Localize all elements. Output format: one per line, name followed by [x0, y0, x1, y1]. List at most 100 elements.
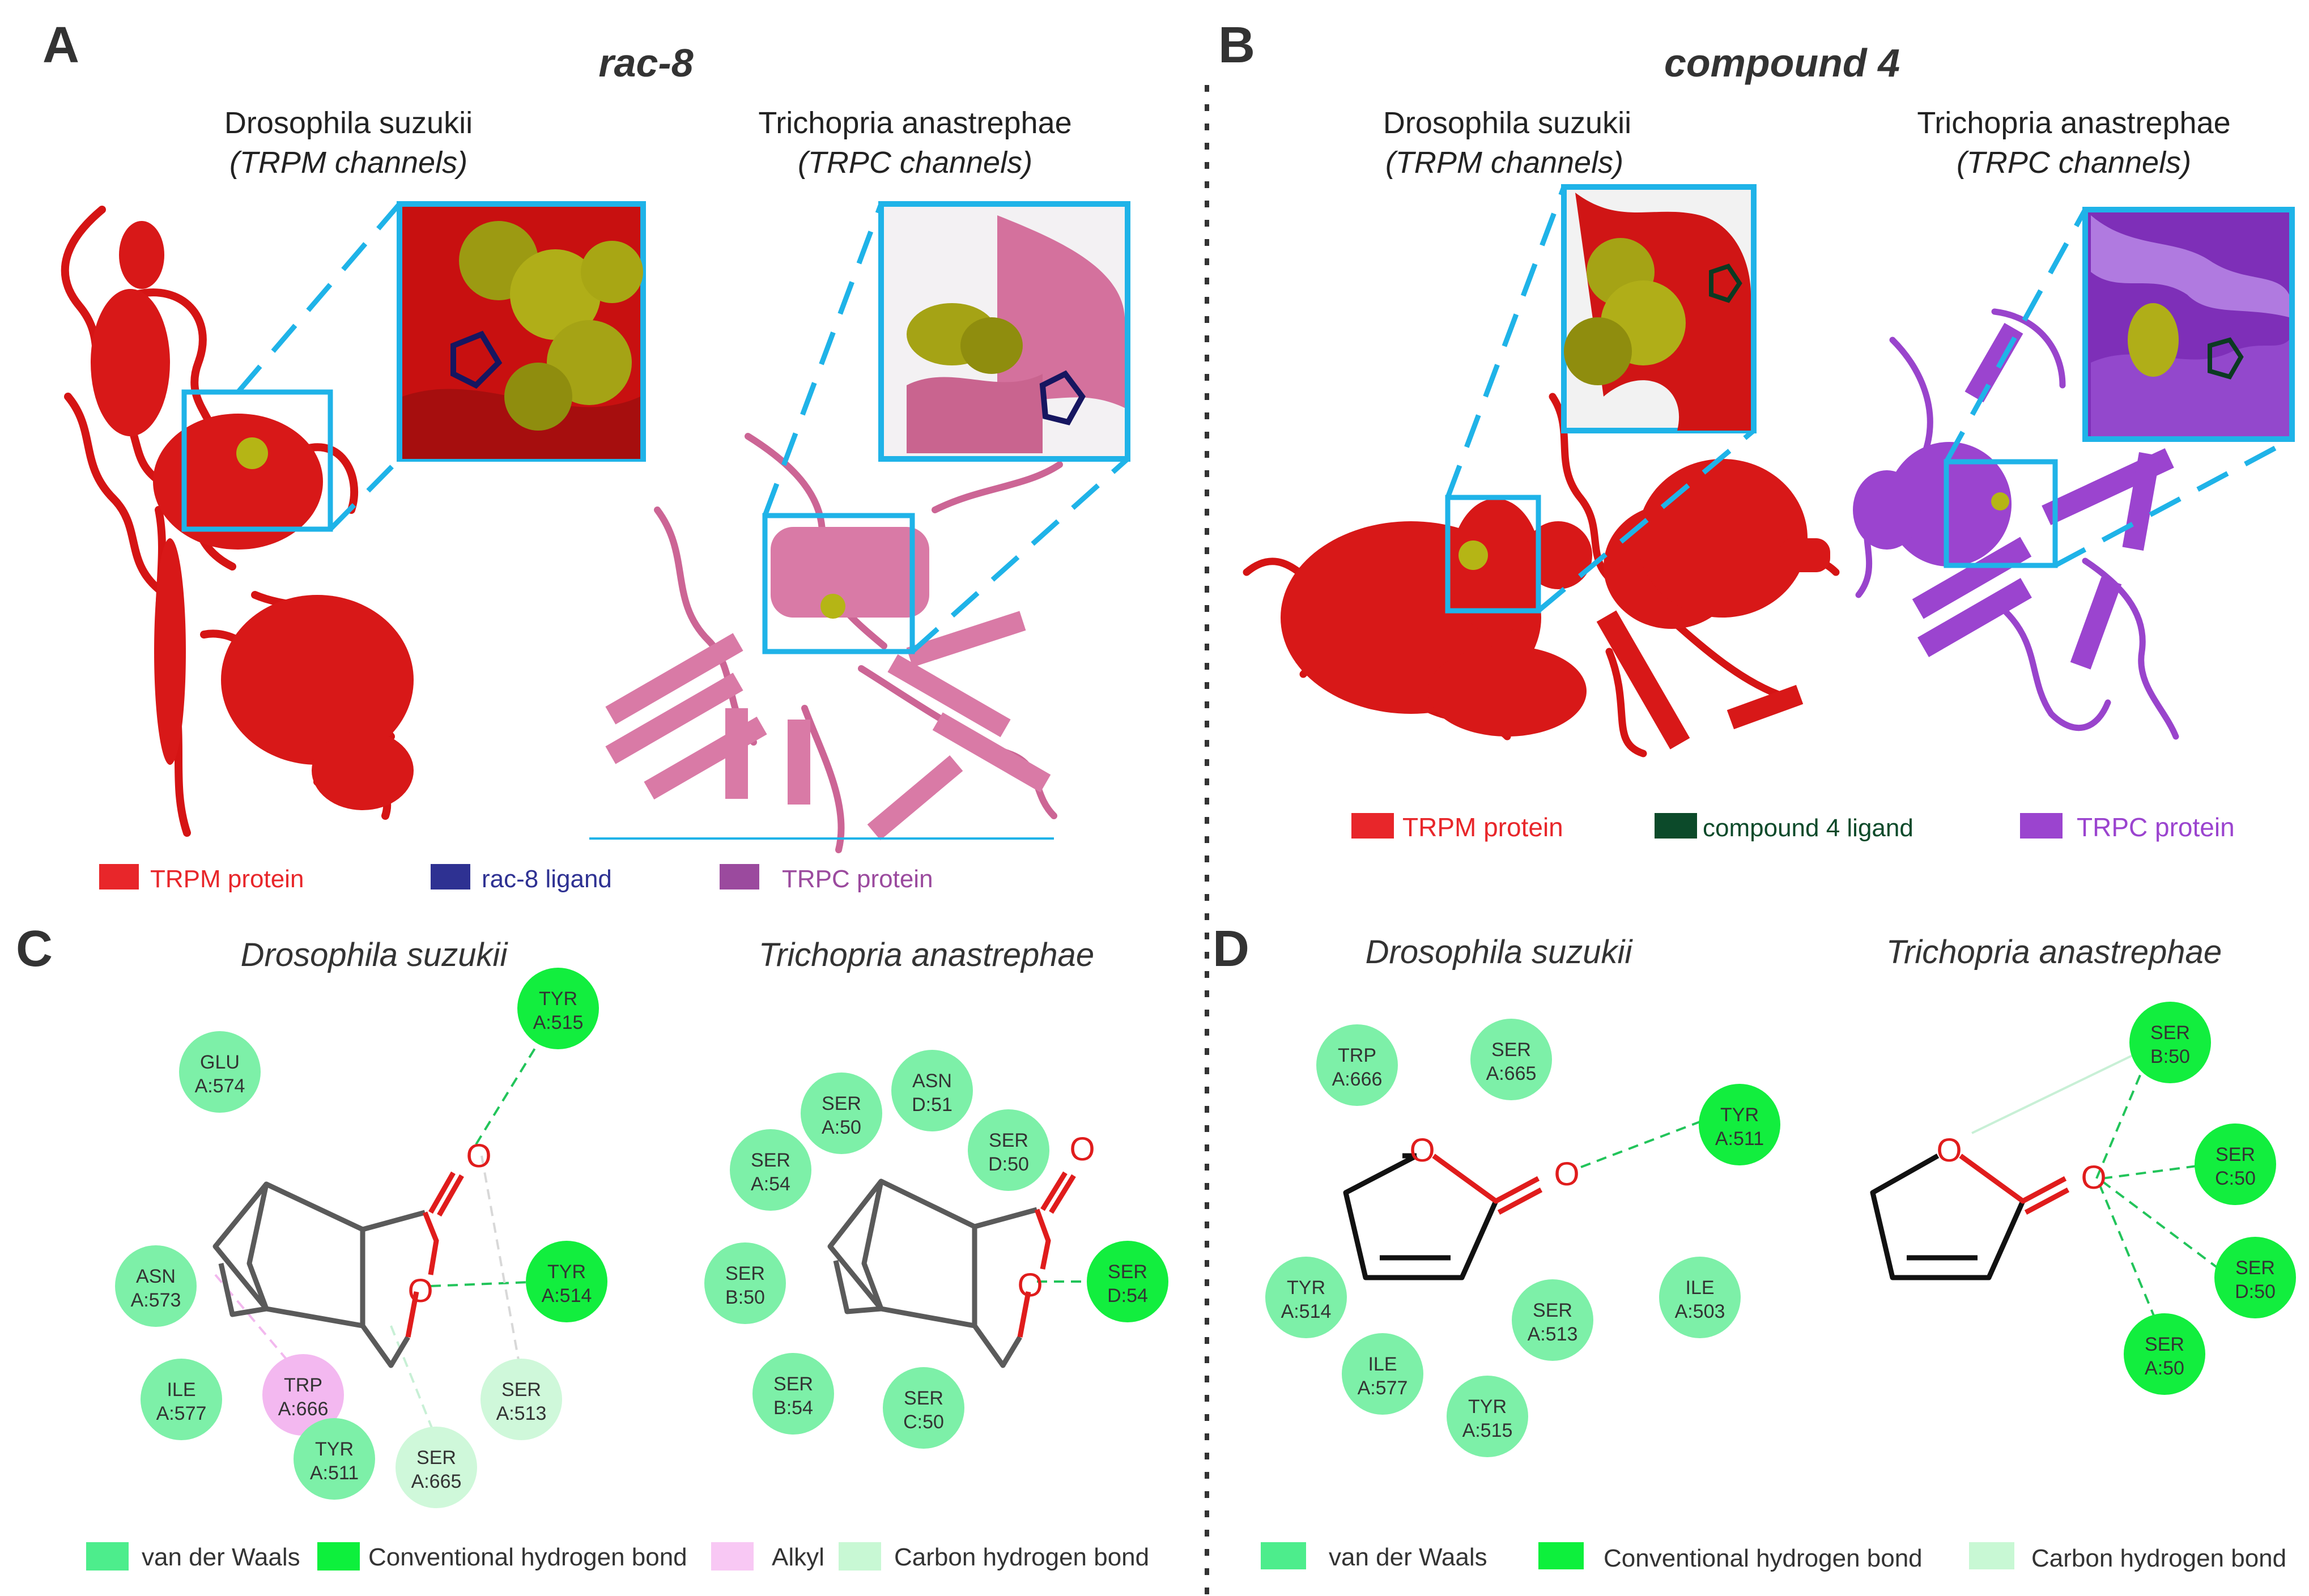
residue-name: SER	[501, 1379, 541, 1401]
residue-name: TYR	[547, 1261, 586, 1283]
residue-id: A:503	[1675, 1301, 1725, 1322]
oxygen-atom-label: O	[2081, 1159, 2106, 1196]
residue-id: A:511	[1715, 1128, 1764, 1150]
legend-label-compound4-ligand: compound 4 ligand	[1703, 814, 1913, 842]
residue-name: SER	[989, 1130, 1028, 1151]
residue-name: SER	[773, 1373, 813, 1395]
residue-name: TYR	[1720, 1104, 1759, 1126]
molecule-rac8-left	[212, 1181, 426, 1368]
panel-c-right-title: Trichopria anastrephae	[759, 937, 1094, 973]
legend-swatch-rac8-ligand	[431, 864, 470, 889]
interaction-line	[430, 1279, 573, 1287]
residue-id: A:513	[1528, 1323, 1578, 1345]
ligand-spheres-b-left	[1458, 540, 1488, 570]
interaction-line	[480, 1155, 520, 1360]
interaction-line	[2101, 1180, 2228, 1276]
residue-name: SER	[2150, 1022, 2190, 1044]
residue-circle	[480, 1359, 562, 1440]
panel-d-letter: D	[1213, 921, 1249, 977]
molecule-compound4-left	[1343, 1153, 1543, 1280]
legend-swatch-hbond	[1538, 1542, 1584, 1569]
molecule-rac8-right-lactone	[1017, 1171, 1076, 1338]
zoom-box-a-right	[762, 513, 915, 654]
panel-b-right-species: Trichopria anastrephae	[1917, 106, 2230, 140]
legend-label-trpc: TRPC protein	[782, 865, 933, 893]
residue-circle	[526, 1241, 607, 1322]
panel-a: A rac-8 Drosophila suzukii (TRPM channel…	[42, 17, 1130, 893]
residue-circle	[1512, 1279, 1593, 1361]
residue-nodes-c-right: ASND:51SERA:50SERD:50SERA:54SERB:50SERD:…	[704, 1050, 1168, 1449]
residue-id: A:573	[131, 1289, 181, 1311]
residue-id: A:50	[2145, 1357, 2184, 1379]
residue-circle	[891, 1050, 973, 1131]
residue-id: D:54	[1107, 1285, 1148, 1306]
residue-id: B:54	[773, 1397, 813, 1419]
residue-id: A:514	[1281, 1301, 1332, 1322]
oxygen-atom-label: O	[1554, 1156, 1579, 1193]
zoom-line	[236, 202, 402, 394]
legend-label-hbond: Conventional hydrogen bond	[1604, 1544, 1923, 1572]
residue-id: D:51	[912, 1094, 952, 1116]
residue-circle	[1087, 1241, 1168, 1322]
residue-circle	[1316, 1024, 1398, 1106]
residue-circle	[396, 1427, 477, 1508]
trpc-helices-a	[605, 527, 1051, 840]
interaction-line	[2095, 1050, 2151, 1179]
residue-id: A:577	[1358, 1377, 1408, 1399]
molecule-compound4-right	[1870, 1154, 2070, 1280]
legend-swatch-trpc	[720, 864, 759, 889]
interaction-line	[390, 1325, 437, 1440]
ligand-spheres-a-right	[820, 594, 845, 619]
legend-swatch-trpm	[1351, 813, 1394, 839]
legend-swatch-chb	[839, 1542, 881, 1571]
panel-a-left-channel: (TRPM channels)	[229, 146, 467, 180]
panel-d-left-title: Drosophila suzukii	[1366, 934, 1634, 971]
residue-name: SER	[904, 1388, 943, 1409]
oxygen-atom-label: O	[1069, 1131, 1095, 1168]
panel-b-title: compound 4	[1664, 41, 1900, 85]
residue-circle	[2124, 1313, 2205, 1395]
trpc-helices-b	[1853, 322, 2174, 670]
residue-name: ILE	[167, 1379, 195, 1401]
residue-id: A:54	[751, 1173, 790, 1195]
residue-name: ILE	[1368, 1354, 1397, 1375]
interaction-line	[214, 1274, 307, 1384]
legend-b: TRPM protein compound 4 ligand TRPC prot…	[1351, 812, 2235, 842]
legend-label-hbond: Conventional hydrogen bond	[368, 1543, 687, 1571]
residue-circle	[1447, 1376, 1528, 1457]
residue-name: TYR	[1468, 1396, 1507, 1418]
zoom-inset-a-left	[397, 201, 646, 462]
residue-circle	[1470, 1019, 1552, 1100]
interaction-line	[2098, 1184, 2168, 1349]
legend-swatch-vdw	[1261, 1542, 1306, 1569]
oxygen-atom-label: O	[466, 1138, 491, 1174]
zoom-line	[762, 203, 884, 517]
panel-a-right-channel: (TRPC channels)	[798, 146, 1032, 180]
zoom-line	[1445, 186, 1567, 499]
residue-circle	[115, 1245, 197, 1327]
trpm-helices-b	[1281, 459, 1830, 750]
oxygen-atom-label: O	[1409, 1132, 1435, 1169]
legend-swatch-chb	[1969, 1542, 2014, 1569]
panel-c-letter: C	[16, 921, 53, 977]
legend-swatch-trpc	[2020, 813, 2063, 839]
interaction-line	[2102, 1163, 2210, 1180]
legend-c: van der Waals Conventional hydrogen bond…	[86, 1542, 1149, 1571]
residue-circle	[2129, 1002, 2211, 1083]
residue-circle	[883, 1367, 964, 1449]
panel-a-left-species: Drosophila suzukii	[224, 106, 473, 140]
